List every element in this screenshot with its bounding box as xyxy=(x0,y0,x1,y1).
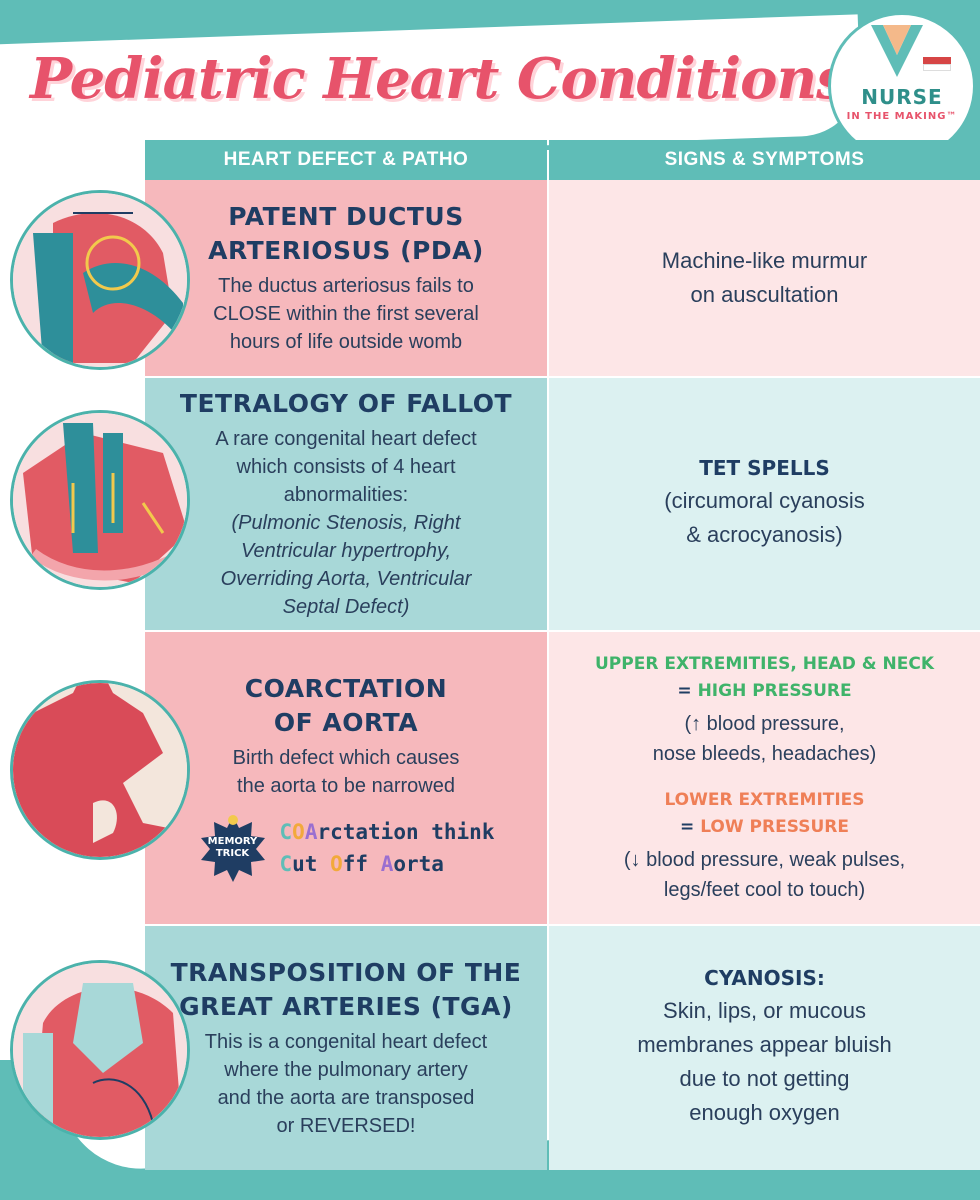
heart-tof-icon xyxy=(10,410,190,590)
lower-extremities-title: LOWER EXTREMITIES xyxy=(664,790,865,810)
defect-cell-tof: TETRALOGY OF FALLOT A rare congenital he… xyxy=(145,378,547,630)
symptoms-cell-pda: Machine-like murmur on auscultation xyxy=(549,180,980,376)
column-header-defect: HEART DEFECT & PATHO xyxy=(145,140,547,180)
heart-tga-icon xyxy=(10,960,190,1140)
condition-description: A rare congenital heart defect which con… xyxy=(215,427,477,618)
defect-cell-pda: PATENT DUCTUS ARTERIOSUS (PDA) The ductu… xyxy=(145,180,547,376)
lower-symptoms: (↓ blood pressure, weak pulses, legs/fee… xyxy=(623,849,906,902)
flag-icon xyxy=(923,57,951,71)
upper-symptoms: (↑ blood pressure, nose bleeds, headache… xyxy=(652,713,877,765)
conditions-table: HEART DEFECT & PATHO SIGNS & SYMPTOMS PA… xyxy=(145,140,980,1170)
symptom-title: TET SPELLS xyxy=(699,455,830,480)
symptom-text: Skin, lips, or mucous membranes appear b… xyxy=(637,997,892,1126)
heart-pda-icon xyxy=(10,190,190,370)
symptom-text: Machine-like murmur on auscultation xyxy=(661,247,868,307)
memory-trick: MEMORY TRICK COArctation think Cut Off A… xyxy=(198,814,495,884)
lightbulb-burst-icon xyxy=(200,814,265,882)
symptom-title: CYANOSIS: xyxy=(704,965,825,990)
condition-name: TRANSPOSITION OF THE GREAT ARTERIES (TGA… xyxy=(170,958,522,1021)
upper-pressure: = HIGH PRESSURE xyxy=(677,680,852,701)
defect-cell-coarctation: COARCTATION OF AORTA Birth defect which … xyxy=(145,632,547,924)
defect-cell-tga: TRANSPOSITION OF THE GREAT ARTERIES (TGA… xyxy=(145,926,547,1170)
upper-extremities-title: UPPER EXTREMITIES, HEAD & NECK xyxy=(594,653,935,674)
memory-trick-badge: MEMORY TRICK xyxy=(198,814,268,884)
memory-line-2: Cut Off Aorta xyxy=(279,851,444,876)
condition-name: PATENT DUCTUS ARTERIOSUS (PDA) xyxy=(208,202,484,265)
v-logo-icon xyxy=(871,25,923,77)
condition-description: Birth defect which causes the aorta to b… xyxy=(232,746,460,797)
condition-description: The ductus arteriosus fails to CLOSE wit… xyxy=(213,274,479,353)
symptoms-cell-coarctation: UPPER EXTREMITIES, HEAD & NECK = HIGH PR… xyxy=(549,632,980,924)
logo-name: NURSE xyxy=(861,85,943,109)
symptoms-cell-tga: CYANOSIS: Skin, lips, or mucous membrane… xyxy=(549,926,980,1170)
column-header-symptoms: SIGNS & SYMPTOMS xyxy=(549,140,980,180)
lower-pressure: = LOW PRESSURE xyxy=(680,817,849,838)
symptoms-cell-tof: TET SPELLS (circumoral cyanosis & acrocy… xyxy=(549,378,980,630)
page-title: Pediatric Heart Conditions xyxy=(30,46,848,112)
memory-line-1: COArctation think xyxy=(279,820,495,845)
brand-logo: NURSE IN THE MAKING™ xyxy=(828,12,976,160)
condition-name: COARCTATION OF AORTA xyxy=(244,674,448,737)
condition-description: This is a congenital heart defect where … xyxy=(204,1030,488,1137)
symptom-text: (circumoral cyanosis & acrocyanosis) xyxy=(664,487,865,547)
aorta-coarctation-icon xyxy=(10,680,190,860)
logo-tagline: IN THE MAKING™ xyxy=(846,111,958,122)
condition-name: TETRALOGY OF FALLOT xyxy=(179,389,513,419)
